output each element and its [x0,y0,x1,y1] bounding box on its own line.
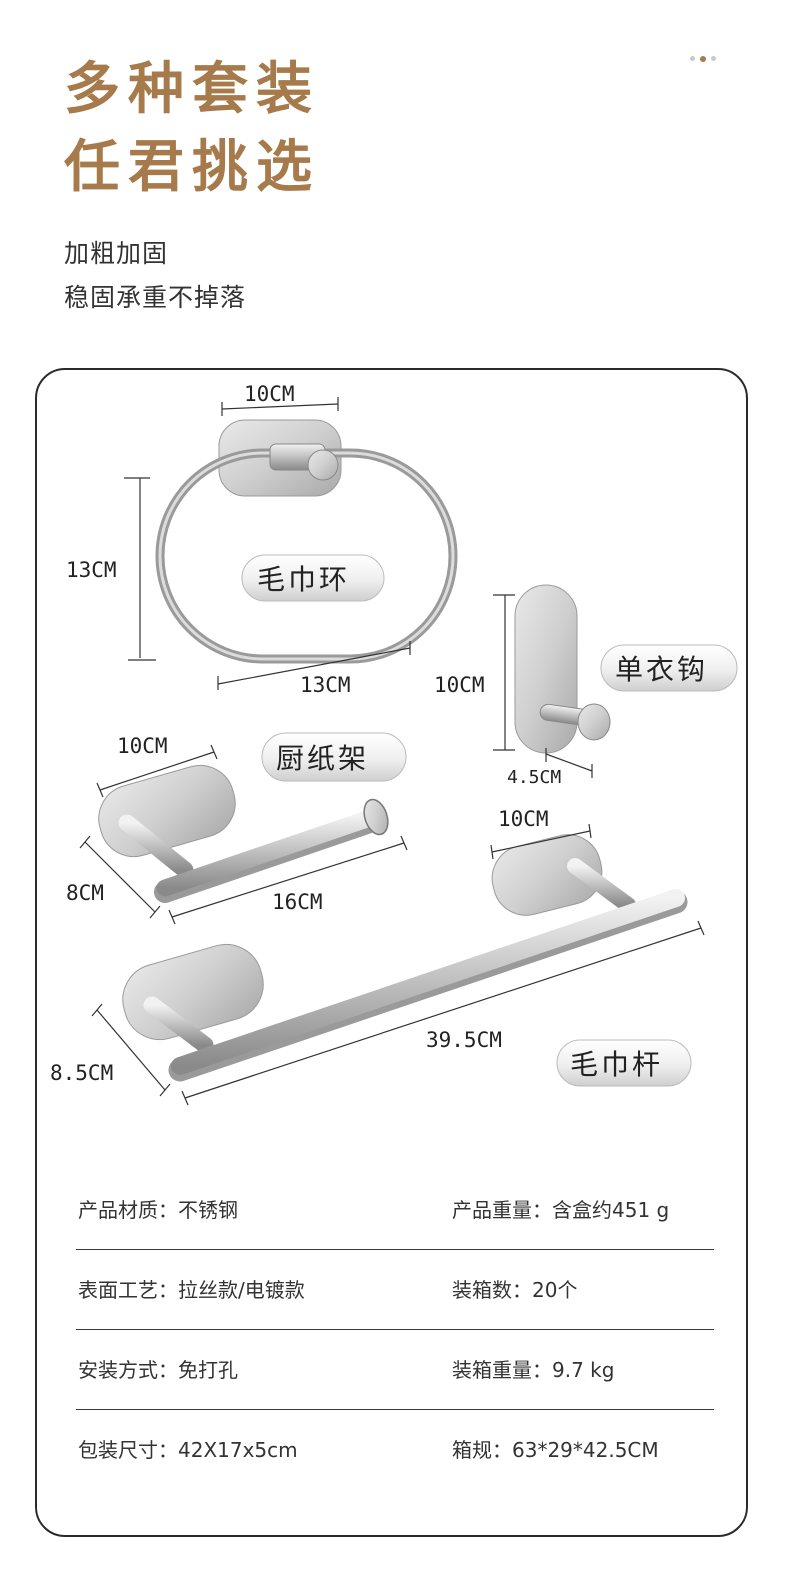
spec-row: 包装尺寸：42X17x5cm 箱规：63*29*42.5CM [76,1410,714,1490]
towel-ring-dimension-lines [124,397,411,690]
spec-row: 表面工艺：拉丝款/电镀款 装箱数：20个 [76,1250,714,1330]
paper-holder-dim-left: 8CM [66,881,104,905]
spec-finish: 表面工艺：拉丝款/电镀款 [78,1278,305,1302]
towel-bar-arm-left [143,996,214,1054]
single-hook-dim-height: 10CM [434,673,485,697]
towel-bar-arm-right [567,858,636,913]
towel-bar-dim-left: 8.5CM [50,1061,113,1085]
subtitle-line-2: 稳固承重不掉落 [64,283,247,312]
pagination-dot [690,56,695,61]
towel-ring-illustration [155,419,458,664]
single-hook-dimension-lines [493,594,593,778]
towel-bar-dimension-lines [91,823,705,1106]
single-hook-knob [577,703,611,741]
towel-ring-name: 毛巾环 [257,563,350,596]
pagination-dots [690,55,716,62]
spec-box-weight: 装箱重量：9.7 kg [452,1358,615,1382]
towel-bar-dim-length: 39.5CM [426,1028,502,1052]
paper-holder-illustration [98,764,389,903]
paper-holder-bar [156,807,385,897]
spec-carton-size: 箱规：63*29*42.5CM [452,1438,659,1462]
towel-ring-dim-left: 13CM [66,558,117,582]
towel-ring-knob [307,449,339,481]
towel-bar-illustration [122,834,688,1082]
paper-holder-arm [118,814,194,879]
pagination-dot-active [700,55,706,62]
spec-row: 安装方式：免打孔 装箱重量：9.7 kg [76,1330,714,1410]
pagination-dot [711,56,716,61]
spec-box-count: 装箱数：20个 [452,1278,578,1302]
towel-bar-plate-right [491,834,603,916]
single-hook-plate [514,584,578,754]
towel-ring-dim-top: 10CM [244,382,295,406]
headline-line-2: 任君挑选 [64,135,320,200]
single-hook-illustration [514,584,611,754]
towel-bar-rod [171,889,685,1075]
product-diagram: 10CM 13CM 13CM 毛巾环 10CM 4.5CM 单衣钩 10CM 8… [50,382,738,1106]
single-hook-name-pill [600,644,738,692]
towel-bar-dim-top: 10CM [498,807,549,831]
paper-holder-name-pill [261,732,407,782]
paper-holder-endcap [363,798,389,836]
single-hook-name: 单衣钩 [615,653,708,686]
spec-row: 产品材质：不锈钢 产品重量：含盒约451 g [76,1170,714,1250]
paper-holder-dimension-lines [79,744,408,925]
towel-bar-name-pill [556,1039,692,1087]
paper-holder-name: 厨纸架 [276,742,369,775]
spec-installation: 安装方式：免打孔 [78,1358,238,1382]
spec-table: 产品材质：不锈钢 产品重量：含盒约451 g 表面工艺：拉丝款/电镀款 装箱数：… [76,1170,714,1490]
towel-bar-name: 毛巾杆 [570,1048,663,1081]
paper-holder-dim-bottom: 16CM [272,890,323,914]
paper-holder-dim-top: 10CM [117,734,168,758]
headline-line-1: 多种套装 [64,57,320,122]
towel-ring-name-pill [241,554,385,602]
subtitle-line-1: 加粗加固 [64,239,169,268]
spec-package-size: 包装尺寸：42X17x5cm [78,1438,298,1462]
spec-weight: 产品重量：含盒约451 g [452,1198,670,1222]
single-hook-dim-depth: 4.5CM [507,767,561,788]
product-card [35,368,748,1537]
spec-material: 产品材质：不锈钢 [78,1198,238,1222]
towel-ring-dim-bottom: 13CM [300,673,351,697]
